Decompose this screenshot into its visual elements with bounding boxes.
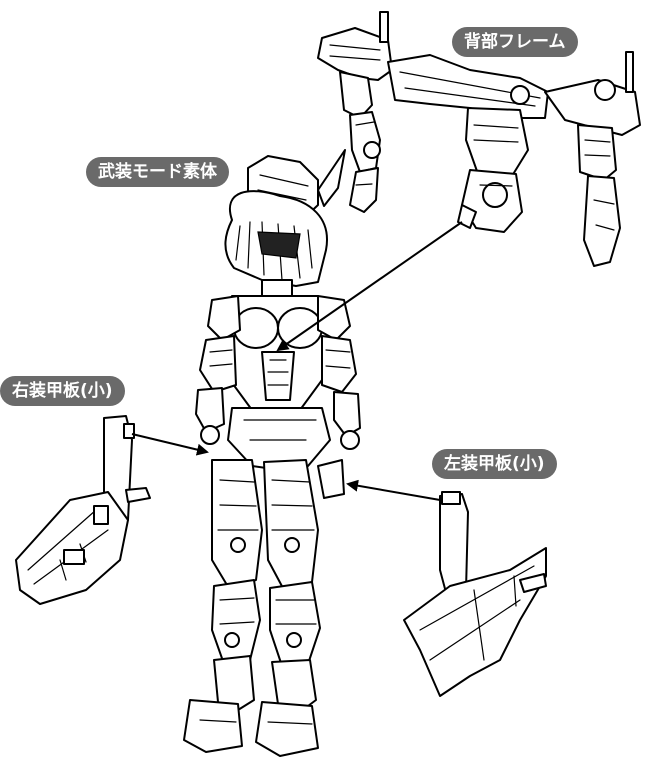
right-armor-part	[15, 415, 151, 605]
label-right-armor: 右装甲板(小)	[0, 376, 125, 406]
arrow-right-armor-to-body	[131, 433, 209, 456]
arrow-back-frame-to-body	[276, 221, 463, 352]
arrow-left-armor-to-body	[346, 479, 441, 501]
left-armor-part	[403, 491, 547, 697]
armed-mode-body-figure	[183, 149, 361, 757]
label-back-frame: 背部フレーム	[452, 27, 578, 57]
label-left-armor: 左装甲板(小)	[432, 449, 557, 479]
label-armed-mode-body: 武装モード素体	[86, 157, 229, 187]
back-frame-part	[317, 11, 641, 267]
